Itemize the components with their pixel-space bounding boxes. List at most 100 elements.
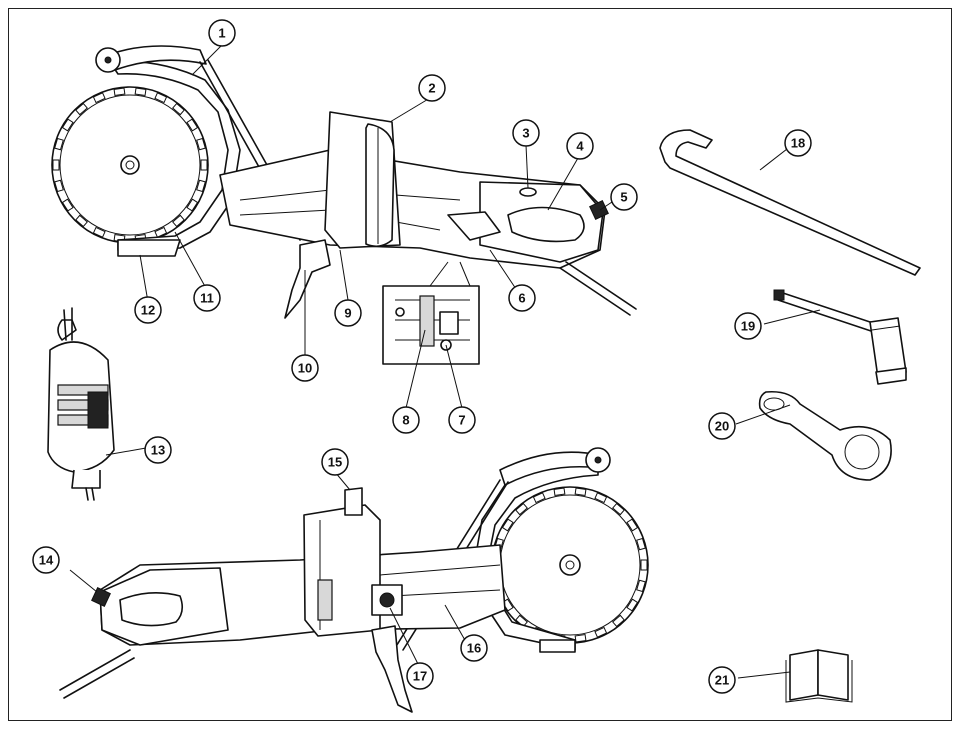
blade-tooth <box>172 102 185 116</box>
blade-tooth <box>186 198 199 212</box>
blade-tooth <box>154 226 168 238</box>
callout-circle <box>448 406 476 434</box>
callout-circle <box>134 296 162 324</box>
callout-circle <box>784 129 812 157</box>
callout-number: 2 <box>428 81 435 96</box>
callout-18: 18 <box>784 129 812 157</box>
hook-tool <box>659 129 921 276</box>
blade-tooth <box>626 598 639 612</box>
callout-number: 5 <box>620 190 627 205</box>
callout-circle <box>512 119 540 147</box>
bottom-saw-blade <box>491 486 649 644</box>
blade-tooth <box>515 614 528 628</box>
callout-number: 16 <box>467 641 481 656</box>
top-saw <box>51 45 637 319</box>
callout-15: 15 <box>321 448 349 476</box>
callout-17: 17 <box>406 662 434 690</box>
blade-tooth <box>574 633 587 643</box>
callout-number: 4 <box>576 139 584 154</box>
callout-circle <box>708 412 736 440</box>
top-switch <box>447 211 501 241</box>
blade-tooth <box>196 179 206 193</box>
callout-5: 5 <box>610 183 638 211</box>
blade-tooth <box>172 214 185 228</box>
callout-number: 3 <box>522 126 529 141</box>
callout-circle <box>144 436 172 464</box>
callout-9: 9 <box>334 299 362 327</box>
top-trigger <box>284 239 331 319</box>
callout-circle <box>708 666 736 694</box>
callout-4: 4 <box>566 132 594 160</box>
callout-number: 9 <box>344 306 351 321</box>
callout-number: 14 <box>39 553 54 568</box>
callout-circle <box>291 354 319 382</box>
blade-tooth <box>532 492 546 504</box>
callout-12: 12 <box>134 296 162 324</box>
top-saw-blade <box>51 86 209 244</box>
bottom-saw <box>59 447 649 713</box>
callout-number: 7 <box>458 413 465 428</box>
socket-wrench <box>773 289 907 385</box>
blade-tooth <box>626 518 639 532</box>
spanner-wrench <box>758 390 892 481</box>
callout-number: 18 <box>791 136 805 151</box>
callout-circle <box>460 634 488 662</box>
callout-circle <box>418 74 446 102</box>
callout-2: 2 <box>418 74 446 102</box>
blade-tooth <box>640 559 648 571</box>
callout-6: 6 <box>508 284 536 312</box>
blade-tooth <box>636 579 646 593</box>
callout-number: 19 <box>741 319 755 334</box>
callout-circle <box>566 132 594 160</box>
blade-tooth <box>154 92 168 104</box>
water-container <box>47 307 115 501</box>
blade-tooth <box>186 118 199 132</box>
blade-tooth <box>636 537 646 551</box>
callout-19: 19 <box>734 312 762 340</box>
callout-number: 17 <box>413 669 427 684</box>
blade-tooth <box>61 118 74 132</box>
callout-number: 11 <box>200 291 214 306</box>
callout-circle <box>208 19 236 47</box>
blade-tooth <box>594 626 608 638</box>
instruction-manual <box>785 649 853 703</box>
blade-tooth <box>92 226 106 238</box>
bottom-motor-housing <box>303 504 381 637</box>
blade-tooth <box>515 502 528 516</box>
blade-tooth <box>54 179 64 193</box>
callout-circle <box>321 448 349 476</box>
blade-tooth <box>75 102 88 116</box>
bottom-trigger <box>371 625 413 713</box>
callout-number: 20 <box>715 419 729 434</box>
callout-circle <box>193 284 221 312</box>
blade-tooth <box>75 214 88 228</box>
callout-1: 1 <box>208 19 236 47</box>
callout-number: 21 <box>715 673 729 688</box>
callout-number: 1 <box>218 26 225 41</box>
diagram-frame <box>8 8 952 721</box>
callout-circle <box>334 299 362 327</box>
callout-circle <box>392 406 420 434</box>
callout-number: 12 <box>141 303 155 318</box>
top-guard-arm <box>107 45 207 71</box>
callout-3: 3 <box>512 119 540 147</box>
callout-14: 14 <box>32 546 60 574</box>
callout-number: 6 <box>518 291 525 306</box>
callout-16: 16 <box>460 634 488 662</box>
blade-tooth <box>553 487 566 497</box>
callout-21: 21 <box>708 666 736 694</box>
blade-tooth <box>196 137 206 151</box>
callout-10: 10 <box>291 354 319 382</box>
callout-number: 10 <box>298 361 312 376</box>
callout-20: 20 <box>708 412 736 440</box>
callout-circle <box>508 284 536 312</box>
callout-8: 8 <box>392 406 420 434</box>
blade-tooth <box>92 92 106 104</box>
blade-tooth <box>113 87 126 97</box>
blade-tooth <box>501 518 514 532</box>
blade-tooth <box>200 159 208 171</box>
blade-tooth <box>612 614 625 628</box>
callout-number: 15 <box>328 455 342 470</box>
